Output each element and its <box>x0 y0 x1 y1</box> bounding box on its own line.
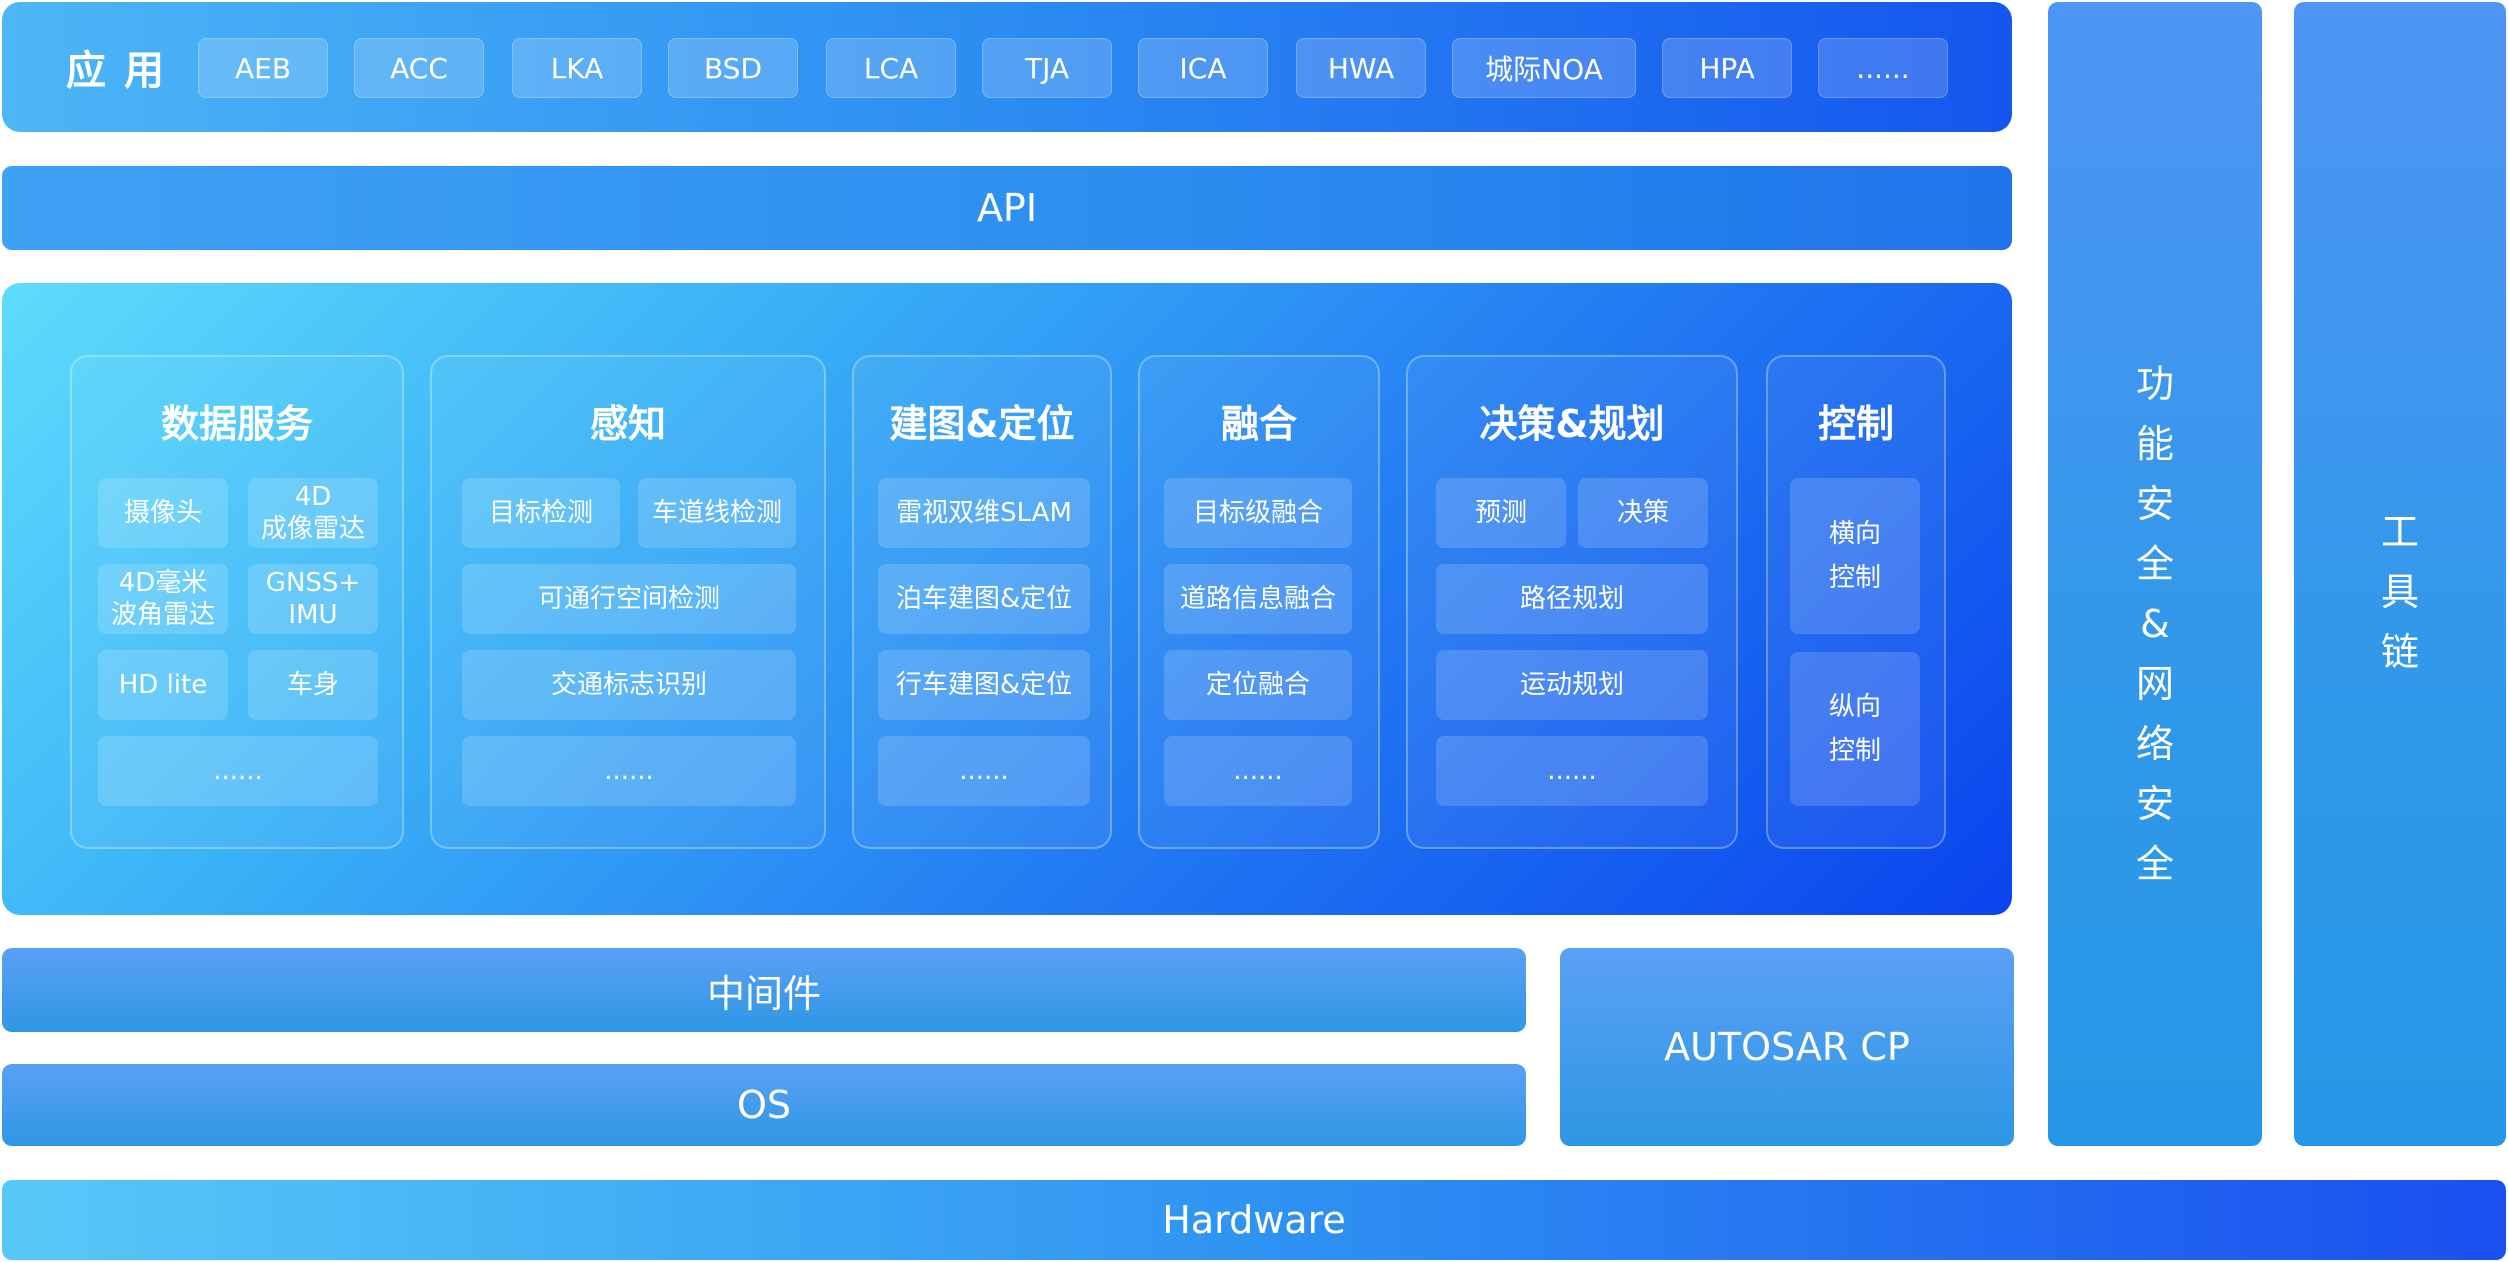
application-layer-bar <box>2 2 2012 132</box>
api-layer: API <box>2 166 2012 250</box>
functional-safety-cybersecurity-column: 功 能 安 全 & 网 络 安 全 <box>2048 2 2262 1146</box>
module-title: 控制 <box>1817 402 1894 446</box>
middleware-layer: 中间件 <box>2 948 1526 1032</box>
app-item-ica[interactable]: ICA <box>1138 38 1268 98</box>
app-item-more[interactable]: ...... <box>1818 38 1948 98</box>
item-motion-planning[interactable]: 运动规划 <box>1436 650 1708 720</box>
item-hd-lite[interactable]: HD lite <box>98 650 228 720</box>
item-more[interactable]: ...... <box>1436 736 1708 806</box>
app-item-lca[interactable]: LCA <box>826 38 956 98</box>
app-item-lka[interactable]: LKA <box>512 38 642 98</box>
item-4d-imaging-radar[interactable]: 4D 成像雷达 <box>248 478 378 548</box>
module-decision-planning: 决策&规划 <box>1406 355 1738 849</box>
module-title: 感知 <box>589 402 666 446</box>
item-localization-fusion[interactable]: 定位融合 <box>1164 650 1352 720</box>
app-item-acc[interactable]: ACC <box>354 38 484 98</box>
item-more[interactable]: ...... <box>462 736 796 806</box>
app-item-aeb[interactable]: AEB <box>198 38 328 98</box>
app-item-intercity-noa[interactable]: 城际NOA <box>1452 38 1636 98</box>
middleware-label: 中间件 <box>706 971 821 1016</box>
os-layer: OS <box>2 1064 1526 1146</box>
item-prediction[interactable]: 预测 <box>1436 478 1566 548</box>
hardware-label: Hardware <box>1162 1198 1346 1242</box>
algorithm-panel <box>2 283 2012 915</box>
toolchain-column: 工 具 链 <box>2294 2 2506 1146</box>
module-mapping-localization: 建图&定位 <box>852 355 1112 849</box>
item-vehicle-body[interactable]: 车身 <box>248 650 378 720</box>
item-more[interactable]: ...... <box>98 736 378 806</box>
module-perception: 感知 <box>430 355 826 849</box>
item-parking-mapping-localization[interactable]: 泊车建图&定位 <box>878 564 1090 634</box>
module-title: 建图&定位 <box>889 402 1075 446</box>
app-item-tja[interactable]: TJA <box>982 38 1112 98</box>
item-radar-vision-slam[interactable]: 雷视双维SLAM <box>878 478 1090 548</box>
autosar-cp-label: AUTOSAR CP <box>1664 1025 1910 1069</box>
item-decision[interactable]: 决策 <box>1578 478 1708 548</box>
app-item-hpa[interactable]: HPA <box>1662 38 1792 98</box>
item-object-detection[interactable]: 目标检测 <box>462 478 620 548</box>
item-traffic-sign-recognition[interactable]: 交通标志识别 <box>462 650 796 720</box>
module-fusion: 融合 <box>1138 355 1380 849</box>
item-4d-mmwave-corner-radar[interactable]: 4D毫米 波角雷达 <box>98 564 228 634</box>
module-title: 数据服务 <box>160 402 313 446</box>
functional-safety-cybersecurity-label: 功 能 安 全 & 网 络 安 全 <box>2135 362 2174 886</box>
item-driving-mapping-localization[interactable]: 行车建图&定位 <box>878 650 1090 720</box>
item-more[interactable]: ...... <box>878 736 1090 806</box>
app-item-hwa[interactable]: HWA <box>1296 38 1426 98</box>
api-label: API <box>976 186 1038 230</box>
os-label: OS <box>736 1083 792 1127</box>
item-more[interactable]: ...... <box>1164 736 1352 806</box>
module-title: 融合 <box>1220 402 1297 446</box>
item-longitudinal-control[interactable]: 纵向 控制 <box>1790 652 1920 806</box>
item-gnss-imu[interactable]: GNSS+ IMU <box>248 564 378 634</box>
hardware-layer: Hardware <box>2 1180 2506 1260</box>
toolchain-label: 工 具 链 <box>2380 510 2419 674</box>
item-lane-detection[interactable]: 车道线检测 <box>638 478 796 548</box>
module-title: 决策&规划 <box>1479 402 1665 446</box>
autosar-cp-block: AUTOSAR CP <box>1560 948 2014 1146</box>
item-freespace-detection[interactable]: 可通行空间检测 <box>462 564 796 634</box>
item-road-info-fusion[interactable]: 道路信息融合 <box>1164 564 1352 634</box>
item-lateral-control[interactable]: 横向 控制 <box>1790 478 1920 634</box>
application-layer-label: 应用 <box>66 48 182 94</box>
item-path-planning[interactable]: 路径规划 <box>1436 564 1708 634</box>
module-control: 控制 <box>1766 355 1946 849</box>
item-object-level-fusion[interactable]: 目标级融合 <box>1164 478 1352 548</box>
item-camera[interactable]: 摄像头 <box>98 478 228 548</box>
module-data-service: 数据服务 <box>70 355 404 849</box>
app-item-bsd[interactable]: BSD <box>668 38 798 98</box>
